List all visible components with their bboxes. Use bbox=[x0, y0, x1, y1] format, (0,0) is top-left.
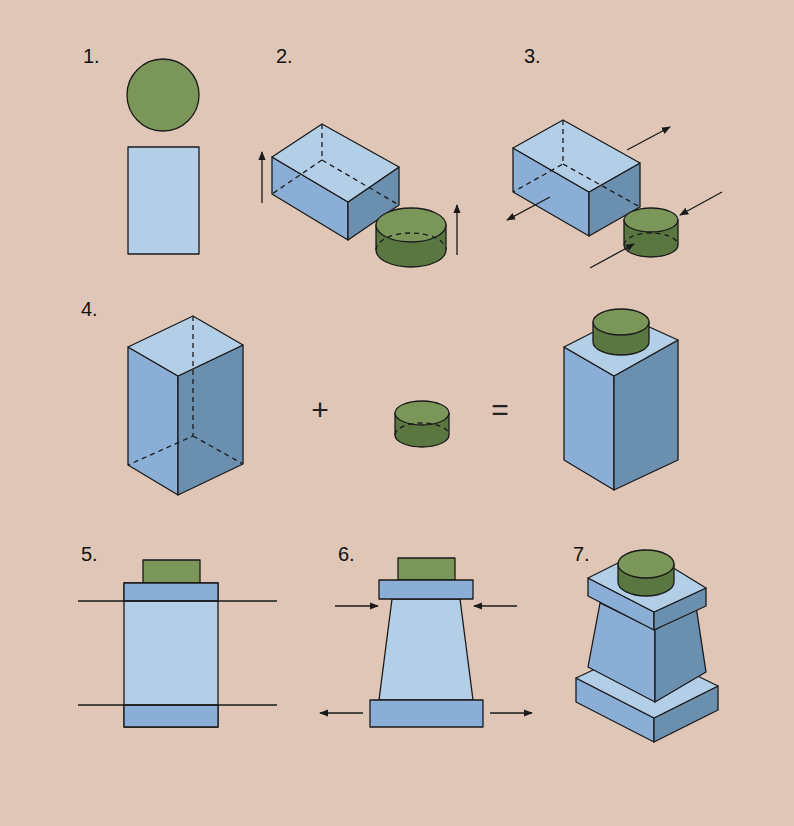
operator-symbol: + bbox=[311, 395, 329, 425]
step-number: 3. bbox=[524, 46, 541, 66]
step-number: 5. bbox=[81, 544, 98, 564]
step-number: 6. bbox=[338, 544, 355, 564]
step-number: 4. bbox=[81, 299, 98, 319]
step-number: 2. bbox=[276, 46, 293, 66]
step-number: 7. bbox=[573, 544, 590, 564]
step-number: 1. bbox=[83, 46, 100, 66]
operator-symbol: = bbox=[491, 395, 509, 425]
